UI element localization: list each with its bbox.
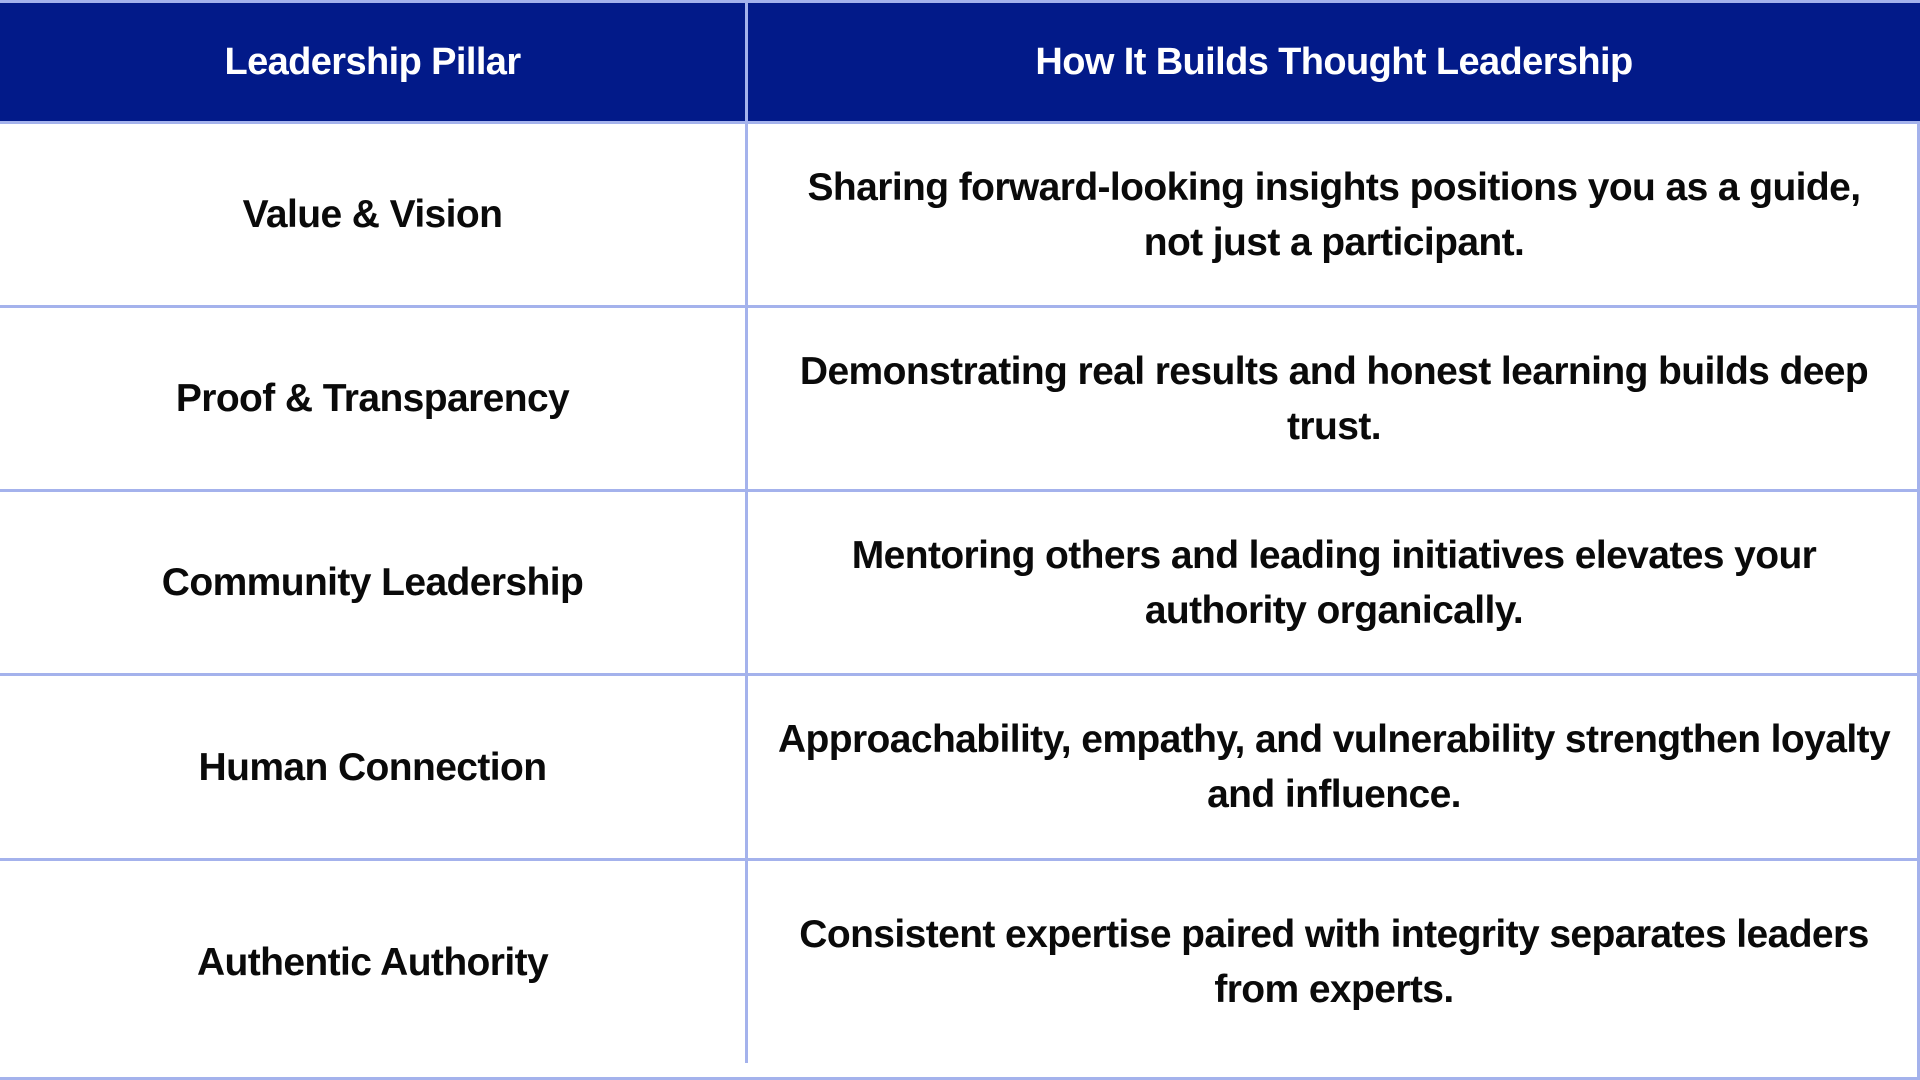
table-row-pillar: Value & Vision [0, 124, 748, 308]
table-row-pillar: Human Connection [0, 676, 748, 861]
column-header-how-it-builds: How It Builds Thought Leadership [748, 3, 1920, 124]
table-row-description: Approachability, empathy, and vulnerabil… [748, 676, 1920, 861]
table-row-pillar: Community Leadership [0, 492, 748, 676]
table-row-description: Consistent expertise paired with integri… [799, 913, 1869, 1011]
column-header-pillar: Leadership Pillar [0, 3, 748, 124]
table-row-description: Sharing forward-looking insights positio… [748, 124, 1920, 308]
table-row-description: Demonstrating real results and honest le… [748, 308, 1920, 492]
table-row-pillar: Authentic Authority [0, 861, 748, 1063]
table-row-description: Mentoring others and leading initiatives… [748, 492, 1920, 676]
table-row-pillar: Proof & Transparency [0, 308, 748, 492]
